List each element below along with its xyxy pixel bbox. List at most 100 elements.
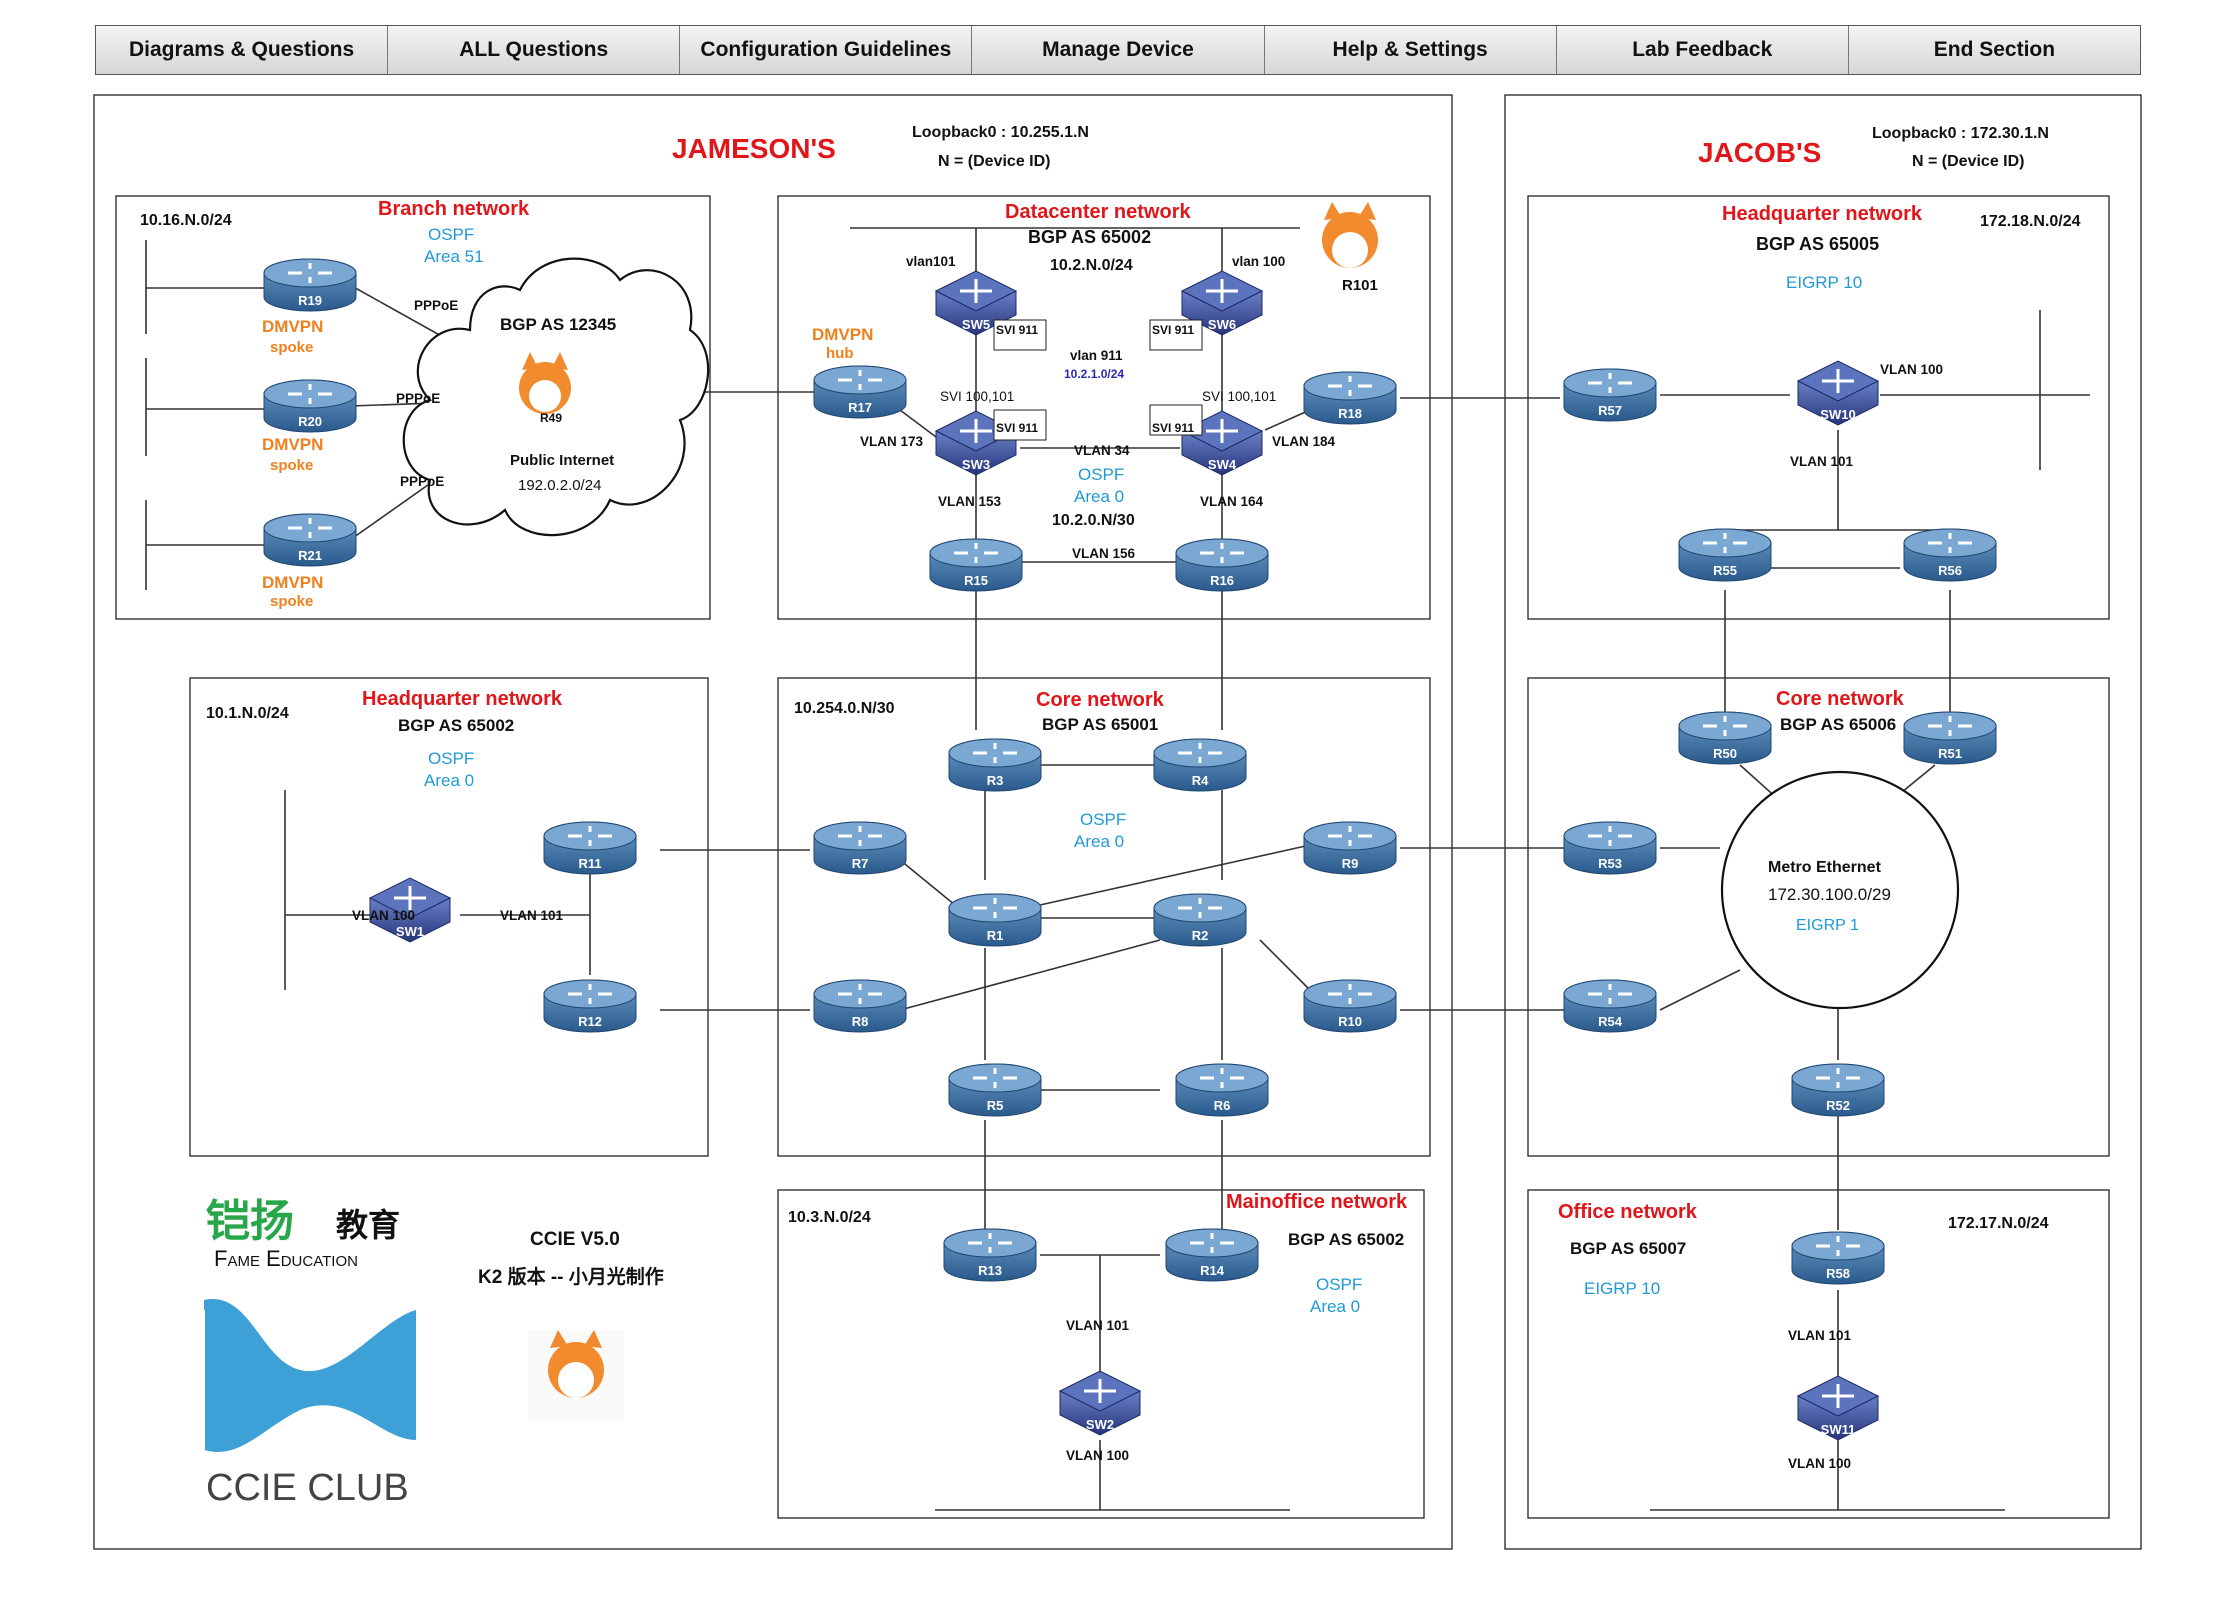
menu-lab-feedback[interactable]: Lab Feedback xyxy=(1557,26,1849,74)
logo-cn: 铠扬 xyxy=(206,1197,294,1246)
device-r20[interactable]: R20 xyxy=(263,379,357,433)
jamesons-frame xyxy=(93,94,1453,1550)
svi911-sw6-box xyxy=(1149,319,1203,351)
device-sw1[interactable]: SW1 xyxy=(368,877,452,943)
dc-transit: 10.2.0.N/30 xyxy=(1052,512,1135,529)
logo-cn2: 教育 xyxy=(336,1207,400,1243)
device-r9[interactable]: R9 xyxy=(1303,821,1397,875)
dmvpn-r20: DMVPN xyxy=(262,435,323,454)
menu-end-section[interactable]: End Section xyxy=(1933,38,2056,61)
device-r57[interactable]: R57 xyxy=(1563,368,1657,422)
hq-left-box xyxy=(189,677,709,1157)
vlan101-sw1: VLAN 101 xyxy=(500,908,564,923)
mainoffice-bgp: BGP AS 65002 xyxy=(1288,1230,1404,1249)
device-sw4[interactable]: SW4 xyxy=(1180,410,1264,476)
device-sw11[interactable]: SW11 xyxy=(1796,1375,1880,1441)
menu-all-questions[interactable]: ALL Questions xyxy=(388,26,681,74)
device-label: R10 xyxy=(1338,1014,1362,1029)
hq-right-box xyxy=(1527,195,2110,620)
device-label: R15 xyxy=(964,573,988,588)
device-r58[interactable]: R58 xyxy=(1791,1231,1885,1285)
device-r56[interactable]: R56 xyxy=(1903,528,1997,582)
device-r1[interactable]: R1 xyxy=(948,893,1042,947)
device-r6[interactable]: R6 xyxy=(1175,1063,1269,1117)
pppoe-r20: PPPoE xyxy=(396,391,440,406)
device-label: R3 xyxy=(987,773,1004,788)
device-label: SW1 xyxy=(396,924,424,939)
r101-label: R101 xyxy=(1342,277,1378,294)
branch-title: Branch network xyxy=(378,198,530,220)
hq-right-title: Headquarter network xyxy=(1722,203,1923,225)
device-sw2[interactable]: SW2 xyxy=(1058,1370,1142,1436)
hq-left-area: Area 0 xyxy=(424,771,474,790)
vlan100-sw10: VLAN 100 xyxy=(1880,362,1943,377)
dmvpn-r19: DMVPN xyxy=(262,317,323,336)
device-r54[interactable]: R54 xyxy=(1563,979,1657,1033)
core-left-net: 10.254.0.N/30 xyxy=(794,700,895,717)
menu-diagrams-questions[interactable]: Diagrams & Questions xyxy=(96,26,389,74)
device-r13[interactable]: R13 xyxy=(943,1228,1037,1282)
device-label: R58 xyxy=(1826,1266,1850,1281)
office-net: 172.17.N.0/24 xyxy=(1948,1215,2049,1232)
dc-ospf: OSPF xyxy=(1078,465,1124,484)
internet-name: Public Internet xyxy=(510,452,614,469)
device-r7[interactable]: R7 xyxy=(813,821,907,875)
device-r14[interactable]: R14 xyxy=(1165,1228,1259,1282)
device-r51[interactable]: R51 xyxy=(1903,711,1997,765)
top-menu-bar: Diagrams & Questions ALL Questions Confi… xyxy=(95,25,2141,75)
device-r53[interactable]: R53 xyxy=(1563,821,1657,875)
vlan101-sw11: VLAN 101 xyxy=(1788,1328,1852,1343)
device-r12[interactable]: R12 xyxy=(543,979,637,1033)
vlan153: VLAN 153 xyxy=(938,494,1002,509)
vlan100-sw1: VLAN 100 xyxy=(352,908,415,923)
branch-box xyxy=(115,195,711,620)
device-label: SW10 xyxy=(1820,407,1855,422)
menu-manage-device[interactable]: Manage Device xyxy=(972,26,1265,74)
menu-configuration-guidelines[interactable]: Configuration Guidelines xyxy=(680,26,973,74)
svi911-sw5-box xyxy=(993,319,1047,351)
device-label: R20 xyxy=(298,414,322,429)
device-r10[interactable]: R10 xyxy=(1303,979,1397,1033)
device-r5[interactable]: R5 xyxy=(948,1063,1042,1117)
hub-r17: hub xyxy=(826,345,854,362)
svi911-sw4: SVI 911 xyxy=(1152,421,1194,435)
device-sw10[interactable]: SW10 xyxy=(1796,360,1880,426)
section-title-left: JAMESON'S xyxy=(672,133,836,164)
svi911-sw3-box xyxy=(993,409,1047,441)
core-right-bgp: BGP AS 65006 xyxy=(1780,715,1896,734)
device-label: R12 xyxy=(578,1014,602,1029)
device-r17[interactable]: R17 xyxy=(813,365,907,419)
device-r8[interactable]: R8 xyxy=(813,979,907,1033)
device-label: SW11 xyxy=(1821,1422,1856,1437)
device-r21[interactable]: R21 xyxy=(263,513,357,567)
device-r55[interactable]: R55 xyxy=(1678,528,1772,582)
device-label: R54 xyxy=(1598,1014,1623,1029)
device-label: R52 xyxy=(1826,1098,1850,1113)
device-r2[interactable]: R2 xyxy=(1153,893,1247,947)
menu-help-settings[interactable]: Help & Settings xyxy=(1265,26,1557,74)
device-r15[interactable]: R15 xyxy=(929,538,1023,592)
logo-en: Fame Education xyxy=(214,1246,358,1271)
device-label: R8 xyxy=(852,1014,869,1029)
hq-left-proto: OSPF xyxy=(428,749,474,768)
vlan101-sw5: vlan101 xyxy=(906,254,956,269)
device-label: R53 xyxy=(1598,856,1622,871)
device-label: R2 xyxy=(1192,928,1209,943)
device-r18[interactable]: R18 xyxy=(1303,371,1397,425)
device-r16[interactable]: R16 xyxy=(1175,538,1269,592)
internet-net: 192.0.2.0/24 xyxy=(518,477,601,494)
device-r4[interactable]: R4 xyxy=(1153,738,1247,792)
device-r19[interactable]: R19 xyxy=(263,258,357,312)
vlan184: VLAN 184 xyxy=(1272,434,1336,449)
device-label: R18 xyxy=(1338,406,1362,421)
device-label: R57 xyxy=(1598,403,1622,418)
device-r3[interactable]: R3 xyxy=(948,738,1042,792)
device-r50[interactable]: R50 xyxy=(1678,711,1772,765)
loopback-right-line1: Loopback0 : 172.30.1.N xyxy=(1872,125,2049,142)
r49-mascot-icon: R49 xyxy=(519,352,571,425)
device-r52[interactable]: R52 xyxy=(1791,1063,1885,1117)
device-label: R5 xyxy=(987,1098,1004,1113)
device-label: R11 xyxy=(578,856,601,871)
device-r11[interactable]: R11 xyxy=(543,821,637,875)
